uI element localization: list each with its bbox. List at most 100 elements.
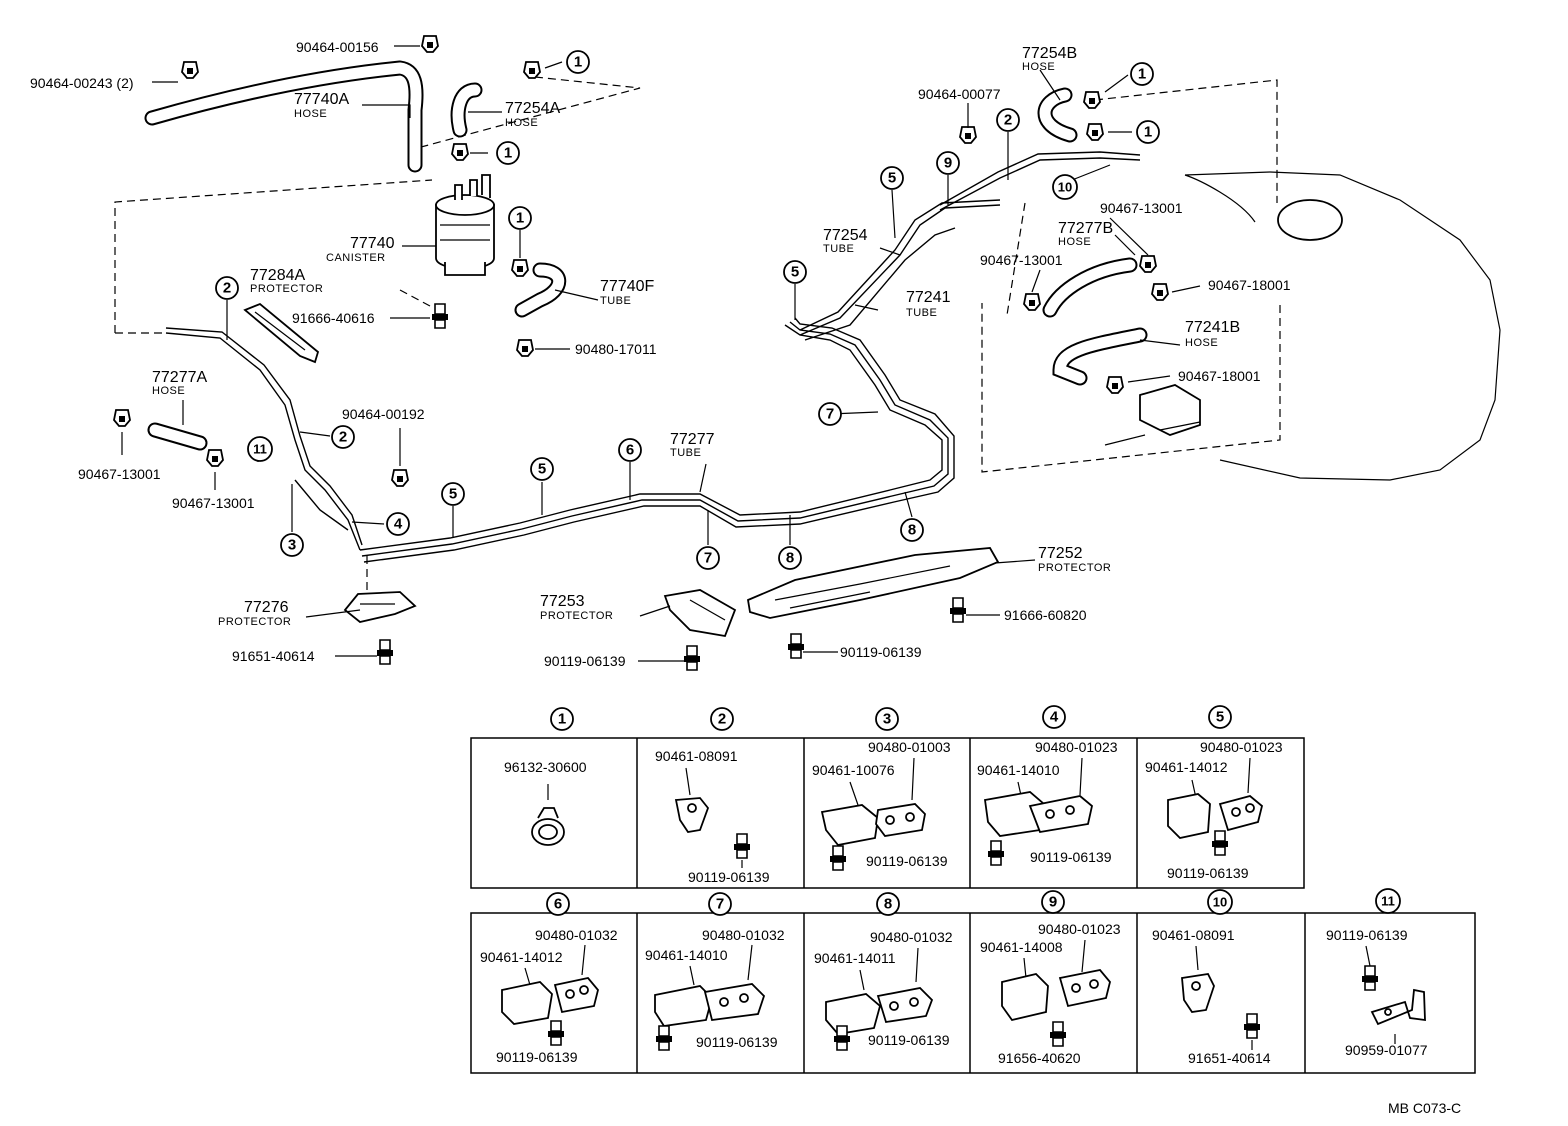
svg-text:1: 1 (558, 711, 566, 728)
label-77254B-sub: HOSE (1022, 61, 1055, 73)
callout-c2a: 2 (215, 276, 239, 300)
callout-c7a: 7 (696, 546, 720, 570)
panel-8-label-1: 90480-01032 (870, 929, 953, 945)
panel-11-content: 90119-06139 90959-01077 (1326, 927, 1428, 1058)
label-90119-06139-mid: 90119-06139 (544, 653, 626, 669)
svg-text:4: 4 (1050, 709, 1059, 726)
svg-text:2: 2 (339, 429, 347, 446)
label-77740A: 77740A (294, 91, 349, 108)
panel-5-label-2: 90461-14012 (1145, 759, 1228, 775)
panel-1-header: 1 (550, 707, 574, 731)
panel-4-content: 90480-01023 90461-14010 90119-06139 (977, 739, 1118, 866)
callout-c8b: 8 (900, 518, 924, 542)
panel-5-header: 5 (1208, 705, 1232, 729)
svg-text:1: 1 (504, 145, 512, 162)
callout-c9a: 9 (936, 151, 960, 175)
callout-c5b: 5 (530, 457, 554, 481)
label-77241B: 77241B (1185, 319, 1240, 336)
svg-text:5: 5 (538, 461, 546, 478)
svg-text:7: 7 (704, 550, 712, 567)
protectors (243, 302, 1000, 638)
svg-text:11: 11 (1381, 894, 1395, 909)
dashed-guide-lines (114, 76, 1281, 598)
label-90467-13001-left: 90467-13001 (78, 466, 161, 482)
label-77277A: 77277A (152, 369, 207, 386)
callout-c1e: 1 (1136, 120, 1160, 144)
label-90467-13001-right: 90467-13001 (980, 252, 1063, 268)
label-77740A-sub: HOSE (294, 108, 327, 120)
label-90464-00077: 90464-00077 (918, 86, 1001, 102)
fuel-tank-outline (1104, 171, 1501, 481)
panel-7-label-2: 90461-14010 (645, 947, 728, 963)
main-part-labels: 90464-00156 90464-00243 (2) 77740A HOSE … (30, 39, 1291, 669)
panel-6-content: 90480-01032 90461-14012 90119-06139 (480, 927, 618, 1065)
panel-2-content: 90461-08091 90119-06139 (655, 748, 770, 885)
svg-text:8: 8 (786, 550, 794, 567)
panel-6-label-2: 90461-14012 (480, 949, 563, 965)
callout-markers: 1 1 1 1 1 2 2 2 3 4 5 5 5 5 6 7 7 8 8 9 … (215, 50, 1160, 570)
panel-3-header: 3 (875, 707, 899, 731)
label-91666-60820: 91666-60820 (1004, 607, 1087, 623)
panel-4-header: 4 (1042, 705, 1066, 729)
panel-7-label-1: 90480-01032 (702, 927, 785, 943)
svg-text:7: 7 (826, 406, 834, 423)
panel-8-label-2: 90461-14011 (814, 950, 896, 966)
panel-6-header: 6 (546, 892, 570, 916)
fuel-tube-bundle (165, 151, 1141, 563)
callout-c5a: 5 (441, 482, 465, 506)
label-77740F: 77740F (600, 278, 654, 295)
callout-c1a: 1 (566, 50, 590, 74)
label-77277A-sub: HOSE (152, 385, 185, 397)
canister-77740 (435, 174, 495, 276)
label-77740: 77740 (350, 235, 395, 252)
svg-text:3: 3 (883, 711, 891, 728)
label-77740F-sub: TUBE (600, 295, 631, 307)
callout-c3a: 3 (280, 533, 304, 557)
panel-2-header: 2 (710, 707, 734, 731)
panel-3-content: 90480-01003 90461-10076 90119-06139 (812, 739, 951, 871)
label-90464-00156: 90464-00156 (296, 39, 379, 55)
svg-text:5: 5 (888, 170, 896, 187)
callout-c5c: 5 (880, 166, 904, 190)
panel-1-content: 96132-30600 (504, 759, 587, 846)
panel-7-label-3: 90119-06139 (696, 1034, 778, 1050)
label-77254-sub: TUBE (823, 243, 854, 255)
svg-text:4: 4 (394, 516, 403, 533)
panel-11-label-1: 90119-06139 (1326, 927, 1408, 943)
panel-9-label-1: 90480-01023 (1038, 921, 1121, 937)
label-77241: 77241 (906, 289, 951, 306)
callout-c2c: 2 (996, 108, 1020, 132)
label-77253-sub: PROTECTOR (540, 610, 613, 622)
panel-11-label-2: 90959-01077 (1345, 1042, 1428, 1058)
svg-text:8: 8 (908, 522, 916, 539)
svg-text:11: 11 (253, 442, 267, 457)
svg-text:7: 7 (716, 896, 724, 913)
hoses (144, 60, 1148, 451)
callout-c7b: 7 (818, 402, 842, 426)
diagram-code: MB C073-C (1388, 1100, 1461, 1116)
svg-text:6: 6 (554, 896, 562, 913)
svg-text:1: 1 (574, 54, 582, 71)
callout-c1c: 1 (508, 206, 532, 230)
label-77254A: 77254A (505, 100, 560, 117)
panel-6-label-3: 90119-06139 (496, 1049, 578, 1065)
panel-10-label-2: 91651-40614 (1188, 1050, 1271, 1066)
panel-7-header: 7 (708, 892, 732, 916)
label-91666-40616: 91666-40616 (292, 310, 375, 326)
label-91651-40614: 91651-40614 (232, 648, 315, 664)
label-77284A: 77284A (250, 267, 305, 284)
panel-9-content: 90480-01023 90461-14008 91656-40620 (980, 921, 1121, 1066)
panel-8-content: 90480-01032 90461-14011 90119-06139 (814, 929, 953, 1051)
svg-text:10: 10 (1213, 895, 1227, 910)
svg-text:6: 6 (626, 442, 634, 459)
svg-text:9: 9 (1049, 894, 1057, 911)
detail-panels: 1 2 3 4 5 6 7 8 9 10 11 96132-30600 9046… (470, 705, 1476, 1074)
svg-text:3: 3 (288, 537, 296, 554)
svg-text:5: 5 (791, 264, 799, 281)
label-77241B-sub: HOSE (1185, 337, 1218, 349)
panel-10-label-1: 90461-08091 (1152, 927, 1235, 943)
label-90467-13001-lower: 90467-13001 (172, 495, 255, 511)
callout-c8a: 8 (778, 546, 802, 570)
panel-9-label-3: 91656-40620 (998, 1050, 1081, 1066)
callout-c2b: 2 (331, 425, 355, 449)
